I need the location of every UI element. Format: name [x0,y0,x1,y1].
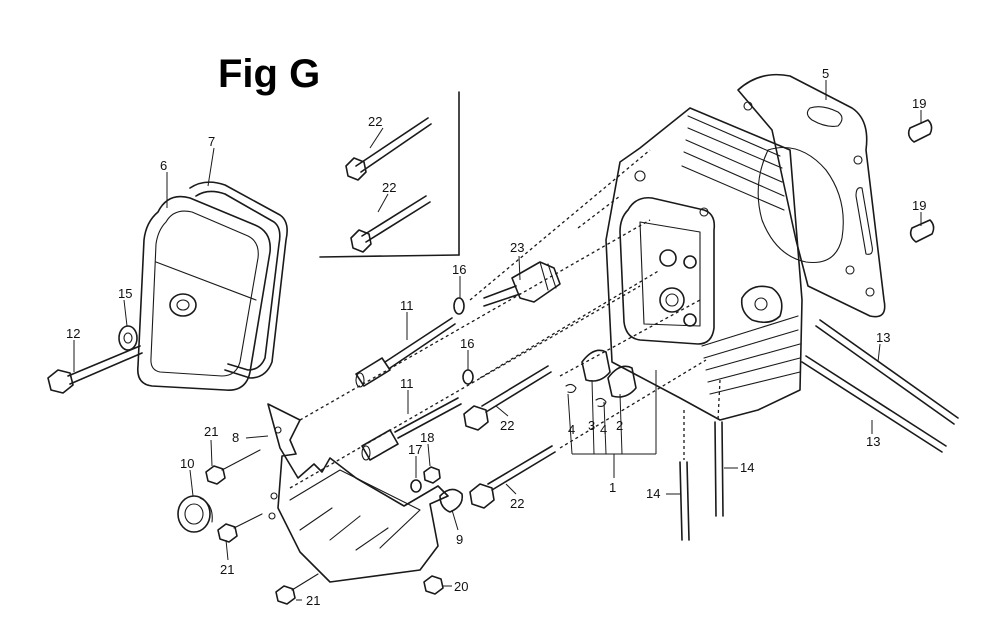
callout-15: 15 [118,286,132,301]
flange-bolt-lower [350,195,431,253]
callout-10: 10 [180,456,194,471]
callout-20: 20 [454,579,468,594]
dowel-pin-lower [909,219,935,243]
dowel-pin-upper [907,119,933,143]
head-bolt-upper [463,365,552,431]
cover-bolt [47,345,143,394]
cylinder-head [605,107,803,421]
callout-23: 23 [510,240,524,255]
callout-21: 21 [204,424,218,439]
callout-11: 11 [400,376,414,391]
long-stud-upper [815,319,959,425]
clip-9 [439,488,464,513]
callout-13: 13 [866,434,880,449]
callout-22: 22 [382,180,396,195]
callout-13: 13 [876,330,890,345]
engine-hanger-bracket [267,403,449,583]
rubber-grommet [177,495,213,533]
callout-7: 7 [208,134,215,149]
callout-21: 21 [306,593,320,608]
head-cover [136,195,272,391]
inset-bracket [319,91,460,258]
bolt-21-lower [275,573,319,605]
callout-16: 16 [460,336,474,351]
callout-1: 1 [609,480,616,495]
callout-22: 22 [510,496,524,511]
callout-9: 9 [456,532,463,547]
callout-2: 2 [616,418,623,433]
bolt-20 [423,575,444,595]
bolt-21-middle [217,513,263,543]
sealing-washer [118,325,138,351]
callout-22: 22 [368,114,382,129]
alignment-lines [289,149,721,489]
callout-22: 22 [500,418,514,433]
cylinder-head-gasket [737,73,886,318]
callout-19: 19 [912,96,926,111]
short-stud-left [679,461,690,541]
callout-17: 17 [408,442,422,457]
nut-18 [423,466,441,484]
figure-title: Fig G [218,52,320,96]
callout-5: 5 [822,66,829,81]
callout-6: 6 [160,158,167,173]
callout-16: 16 [452,262,466,277]
callout-18: 18 [420,430,434,445]
washer-lower [462,369,474,385]
callout-21: 21 [220,562,234,577]
leader-lines [73,80,922,601]
washer-upper [453,297,465,315]
callout-19: 19 [912,198,926,213]
valve-guide-clips [565,349,637,408]
callout-14: 14 [646,486,660,501]
callout-8: 8 [232,430,239,445]
callout-4: 4 [600,422,607,437]
callout-12: 12 [66,326,80,341]
callout-3: 3 [588,418,595,433]
bolt-21-upper [205,449,261,485]
callout-4: 4 [568,422,575,437]
short-stud-right [714,421,724,517]
head-bolt-lower [469,445,556,509]
callout-14: 14 [740,460,754,475]
spark-plug [483,261,561,307]
flange-bolt-upper [345,117,432,181]
stud-bolt-lower [361,397,462,461]
callout-11: 11 [400,298,414,313]
stud-bolt-upper [355,317,456,388]
callout-labels: 22 22 7 6 5 19 19 23 16 16 15 12 11 11 1… [66,66,926,608]
washer-17 [410,479,422,493]
long-stud-lower [801,355,947,453]
